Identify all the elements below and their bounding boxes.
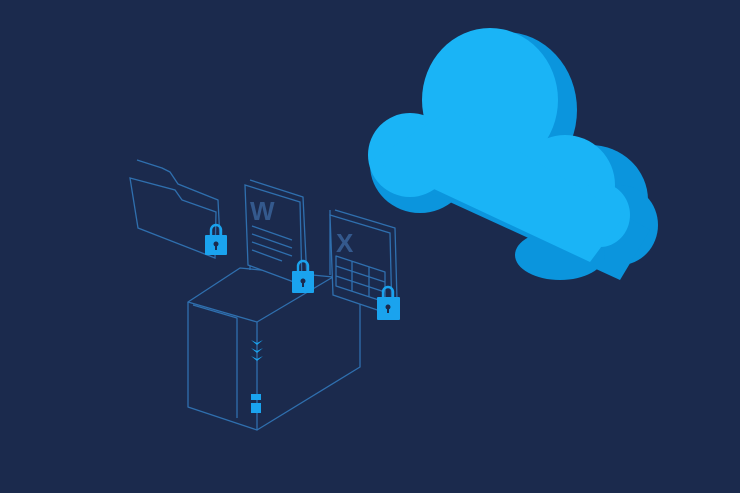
status-lights — [251, 340, 263, 413]
word-document-icon: W — [244, 179, 314, 293]
excel-document-icon: X — [329, 209, 400, 320]
word-letter: W — [250, 196, 275, 226]
word-lock-icon — [292, 259, 314, 293]
excel-letter: X — [336, 228, 354, 258]
excel-lock-icon — [377, 285, 400, 320]
folder-icon — [129, 159, 227, 259]
cloud-icon — [368, 28, 658, 280]
folder-lock-icon — [205, 223, 227, 255]
